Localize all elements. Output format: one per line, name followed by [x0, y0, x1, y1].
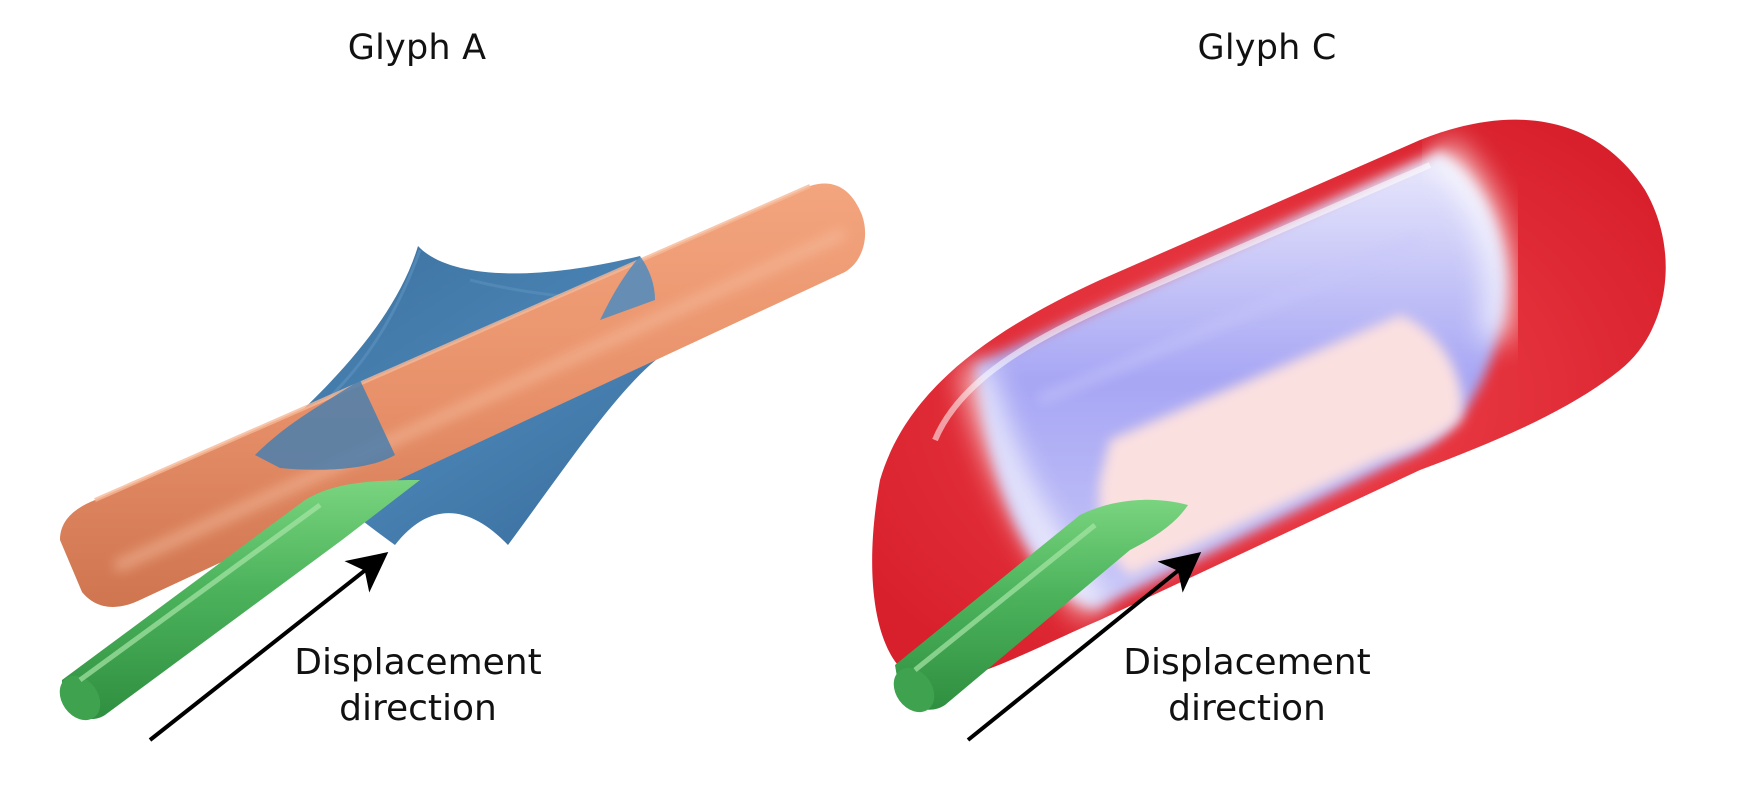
glyph-a-label-line2: direction — [339, 688, 497, 729]
glyph-c-center — [1099, 315, 1462, 575]
glyph-a-label-line1: Displacement — [294, 642, 542, 683]
glyph-c-label-line1: Displacement — [1123, 642, 1371, 683]
glyph-c-graphic — [872, 119, 1666, 742]
glyph-a-title: Glyph A — [347, 28, 487, 68]
glyph-a-label: Displacement direction — [258, 640, 578, 732]
glyph-c-title: Glyph C — [1197, 28, 1337, 68]
glyph-a-graphic — [59, 183, 866, 742]
glyph-a-direction-arrow — [148, 552, 389, 742]
glyph-c-label-line2: direction — [1168, 688, 1326, 729]
glyph-c-label: Displacement direction — [1087, 640, 1407, 732]
glyph-c-green-arrow — [893, 499, 1188, 713]
glyph-a-green-arrow — [59, 480, 420, 721]
glyph-c-direction-arrow — [966, 551, 1202, 742]
